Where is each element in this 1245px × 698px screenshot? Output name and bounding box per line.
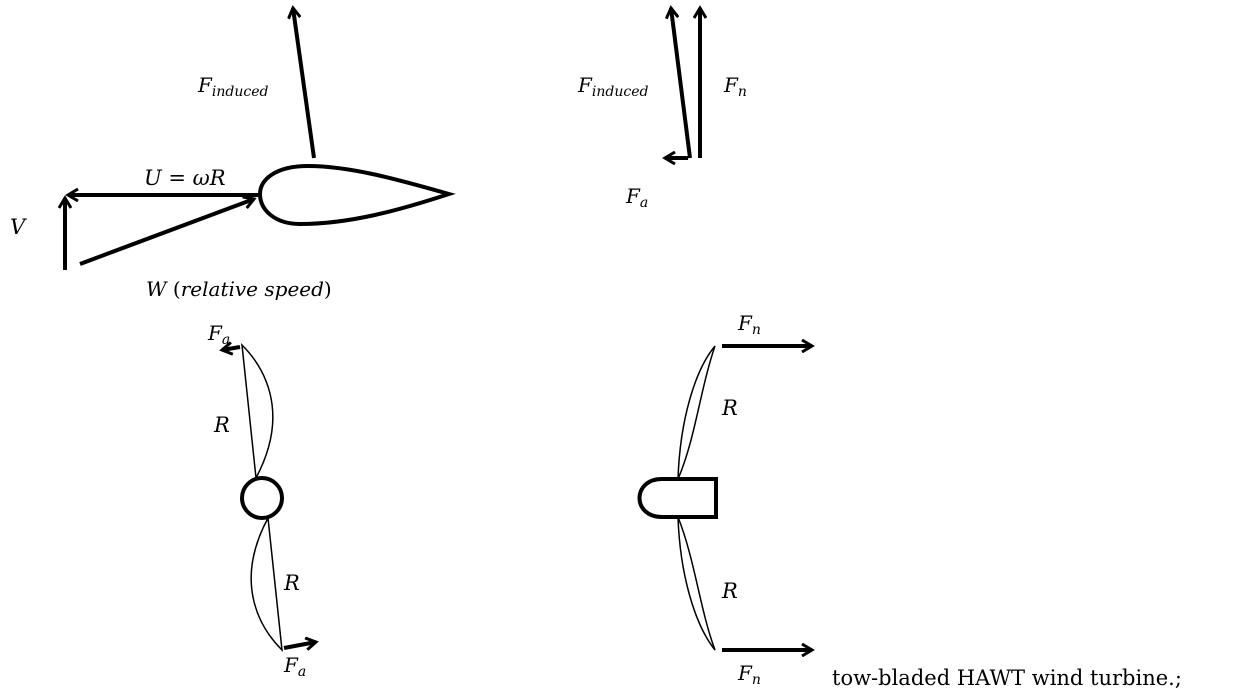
w-arrow: [79, 199, 254, 266]
r-label-lower: R: [283, 571, 300, 595]
r-label-side-lower: R: [721, 579, 738, 603]
f-a-label-lower: Fa: [283, 653, 306, 680]
u-label: U = ωR: [144, 166, 226, 190]
airfoil-section: [257, 163, 456, 227]
velocity-triangle: Finduced U = ωR V W (relative speed): [10, 8, 456, 301]
f-a-arrow-upper: [222, 347, 241, 350]
r-label-side-upper: R: [721, 396, 738, 420]
upper-blade-side: [677, 345, 716, 480]
f-n-label-lower: Fn: [737, 661, 761, 688]
f-a-label-upper: Fa: [207, 321, 230, 348]
hub-circle: [240, 476, 284, 520]
figure-caption: tow-bladed HAWT wind turbine.;: [832, 666, 1182, 690]
f-induced-arrow-2: [671, 8, 692, 159]
f-a-arrow-lower: [283, 642, 316, 648]
force-decomposition: Finduced Fn Fa: [577, 8, 747, 211]
r-label-upper: R: [213, 413, 230, 437]
rotor-side-view: R Fn R Fn: [637, 311, 813, 688]
f-induced-arrow: [293, 8, 316, 159]
upper-blade: [241, 342, 274, 481]
rotor-front-view: R Fa R Fa: [207, 321, 316, 680]
f-induced-label-2: Finduced: [577, 73, 648, 100]
lower-blade: [250, 515, 283, 653]
v-label: V: [10, 215, 27, 239]
f-n-label: Fn: [723, 73, 747, 100]
f-n-label-upper: Fn: [737, 311, 761, 338]
w-label: W (relative speed): [146, 277, 332, 301]
lower-blade-side: [677, 516, 716, 651]
f-a-label: Fa: [625, 184, 648, 211]
nacelle: [637, 477, 718, 519]
f-induced-label: Finduced: [197, 73, 268, 100]
